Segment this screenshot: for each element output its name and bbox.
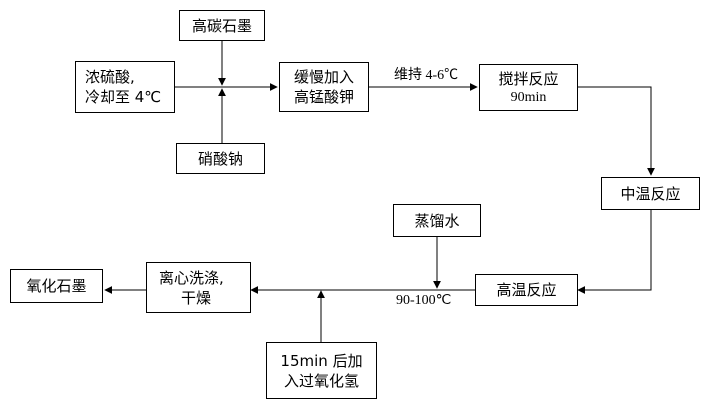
- node-label-line2: 冷却至 4℃: [85, 88, 162, 106]
- node-conc-sulfuric-acid: 浓硫酸, 冷却至 4℃: [75, 61, 175, 113]
- node-stirring-reaction: 搅拌反应 90min: [479, 64, 578, 111]
- node-medium-temp-reaction: 中温反应: [601, 177, 700, 210]
- node-label-line1: 离心洗涤,: [159, 268, 224, 287]
- node-label-line2: 90min: [510, 89, 547, 105]
- label-temp-90-100: 90-100℃: [396, 293, 452, 308]
- node-label-line1: 搅拌反应: [498, 69, 559, 88]
- node-label-line2: 干燥: [181, 288, 212, 307]
- node-label: 氧化石墨: [26, 277, 87, 295]
- node-label-line1: 15min 后加: [280, 351, 363, 370]
- node-label-line2: 入过氧化氢: [283, 371, 359, 390]
- node-graphite-oxide: 氧化石墨: [10, 269, 103, 303]
- node-label-line1: 缓慢加入: [293, 68, 354, 86]
- node-label: 蒸馏水: [414, 211, 460, 230]
- node-label-line1: 浓硫酸,: [85, 68, 135, 86]
- node-slowly-add-kmno4: 缓慢加入 高锰酸钾: [279, 62, 369, 112]
- node-label: 硝酸钠: [197, 149, 243, 168]
- node-label: 中温反应: [620, 184, 681, 203]
- node-distilled-water: 蒸馏水: [393, 204, 481, 237]
- label-maintain-temp: 维持 4-6℃: [394, 68, 459, 83]
- arrow-medium-to-high: [577, 210, 652, 294]
- node-label: 高温反应: [496, 281, 557, 299]
- arrow-stirring-to-medium: [578, 86, 655, 176]
- node-label-line2: 高锰酸钾: [293, 88, 354, 106]
- node-sodium-nitrate: 硝酸钠: [176, 143, 265, 174]
- node-centrifuge-wash-dry: 离心洗涤, 干燥: [146, 262, 251, 313]
- node-add-h2o2: 15min 后加 入过氧化氢: [266, 342, 377, 399]
- node-high-carbon-graphite: 高碳石墨: [179, 10, 265, 41]
- node-label: 高碳石墨: [191, 16, 252, 35]
- node-high-temp-reaction: 高温反应: [475, 274, 578, 306]
